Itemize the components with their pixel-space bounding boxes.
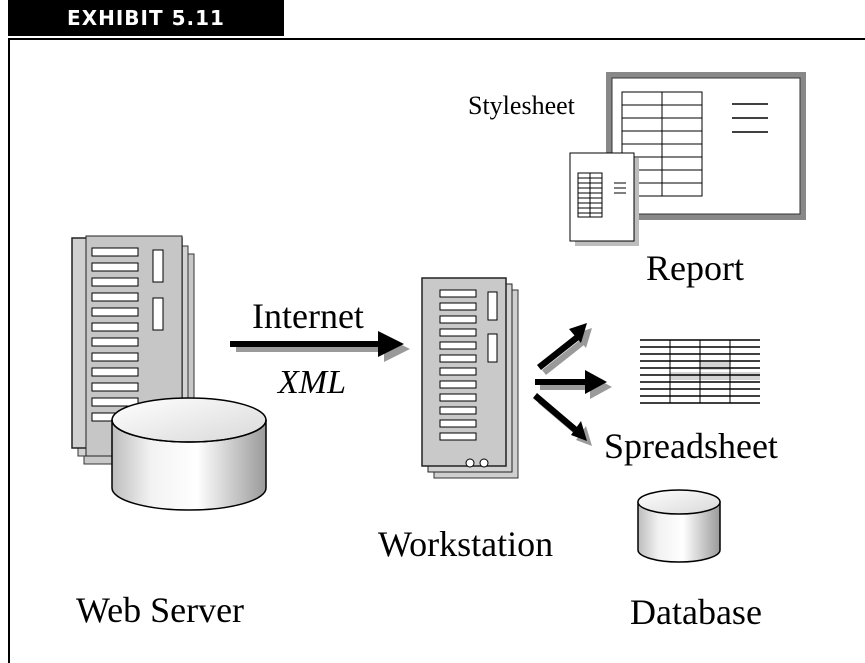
database-label: Database [630, 592, 762, 632]
internet-arrow-icon [230, 331, 410, 362]
workstation-label: Workstation [378, 524, 553, 564]
web-server-database-icon [111, 397, 267, 511]
stylesheet-label: Stylesheet [468, 91, 576, 120]
left-rule [8, 38, 10, 663]
stylesheet-icon [569, 152, 639, 246]
web-server-label: Web Server [76, 590, 244, 630]
top-rule [8, 38, 865, 40]
workstation-icon [421, 277, 519, 479]
output-arrows-icon [533, 323, 612, 446]
spreadsheet-icon [640, 338, 760, 406]
xml-label: XML [276, 364, 346, 401]
report-label: Report [646, 248, 744, 288]
database-icon [637, 489, 721, 563]
internet-label: Internet [252, 296, 364, 336]
exhibit-label: EXHIBIT 5.11 [8, 0, 284, 36]
spreadsheet-label: Spreadsheet [604, 426, 778, 466]
report-icon [606, 72, 806, 220]
